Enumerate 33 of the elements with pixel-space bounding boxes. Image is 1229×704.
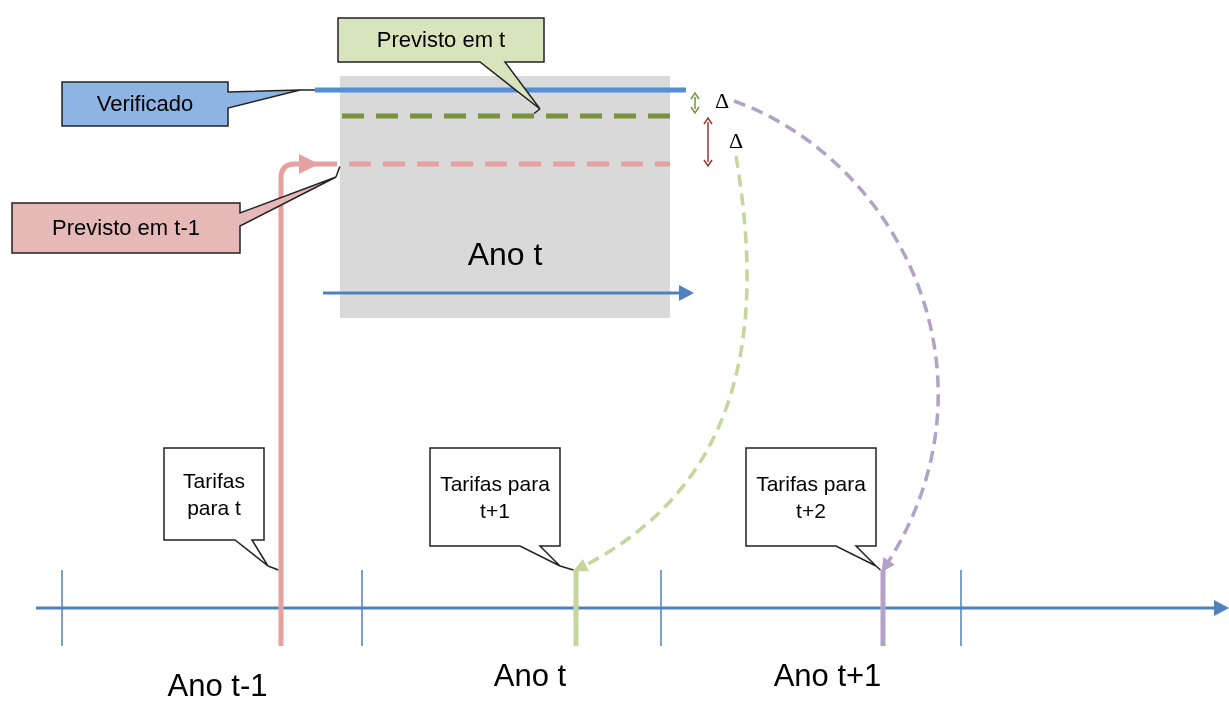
period-label: Ano t [466, 236, 544, 273]
callout-bubble [12, 177, 336, 253]
dashed-arrow [733, 99, 940, 573]
leader-line [335, 165, 341, 178]
year-label: Ano t-1 [166, 667, 269, 704]
year-label: Ano t [492, 657, 568, 695]
period-box [340, 76, 670, 318]
tick-mark [573, 570, 579, 646]
callout-bubble [62, 82, 300, 126]
leader-line [299, 89, 316, 91]
dashed-line [342, 113, 670, 119]
dashed-arrow [573, 155, 749, 572]
dashed-line [315, 161, 670, 167]
delta-symbol: Δ [724, 126, 748, 156]
callout-bubble [338, 18, 544, 109]
leader-line [533, 108, 541, 115]
callout-text: Verificado [95, 89, 195, 118]
callout-text: Tarifas para t+2 [755, 470, 867, 524]
leader-line [267, 565, 280, 571]
callout-text: Previsto em t-1 [51, 213, 201, 242]
callout-bubble [164, 448, 268, 566]
callout-text: Tarifas para t+1 [439, 470, 551, 524]
solid-line [315, 87, 686, 93]
tick-mark [880, 570, 886, 646]
leader-line [875, 565, 882, 571]
callout-bubble [746, 448, 876, 566]
leader-line [559, 565, 575, 571]
tick-mark [278, 570, 284, 646]
callout-bubble [430, 448, 560, 566]
delta-symbol: Δ [710, 86, 734, 116]
callout-text: Tarifas para t [182, 467, 246, 521]
callout-text: Previsto em t [375, 25, 507, 54]
year-label: Ano t+1 [772, 657, 883, 695]
